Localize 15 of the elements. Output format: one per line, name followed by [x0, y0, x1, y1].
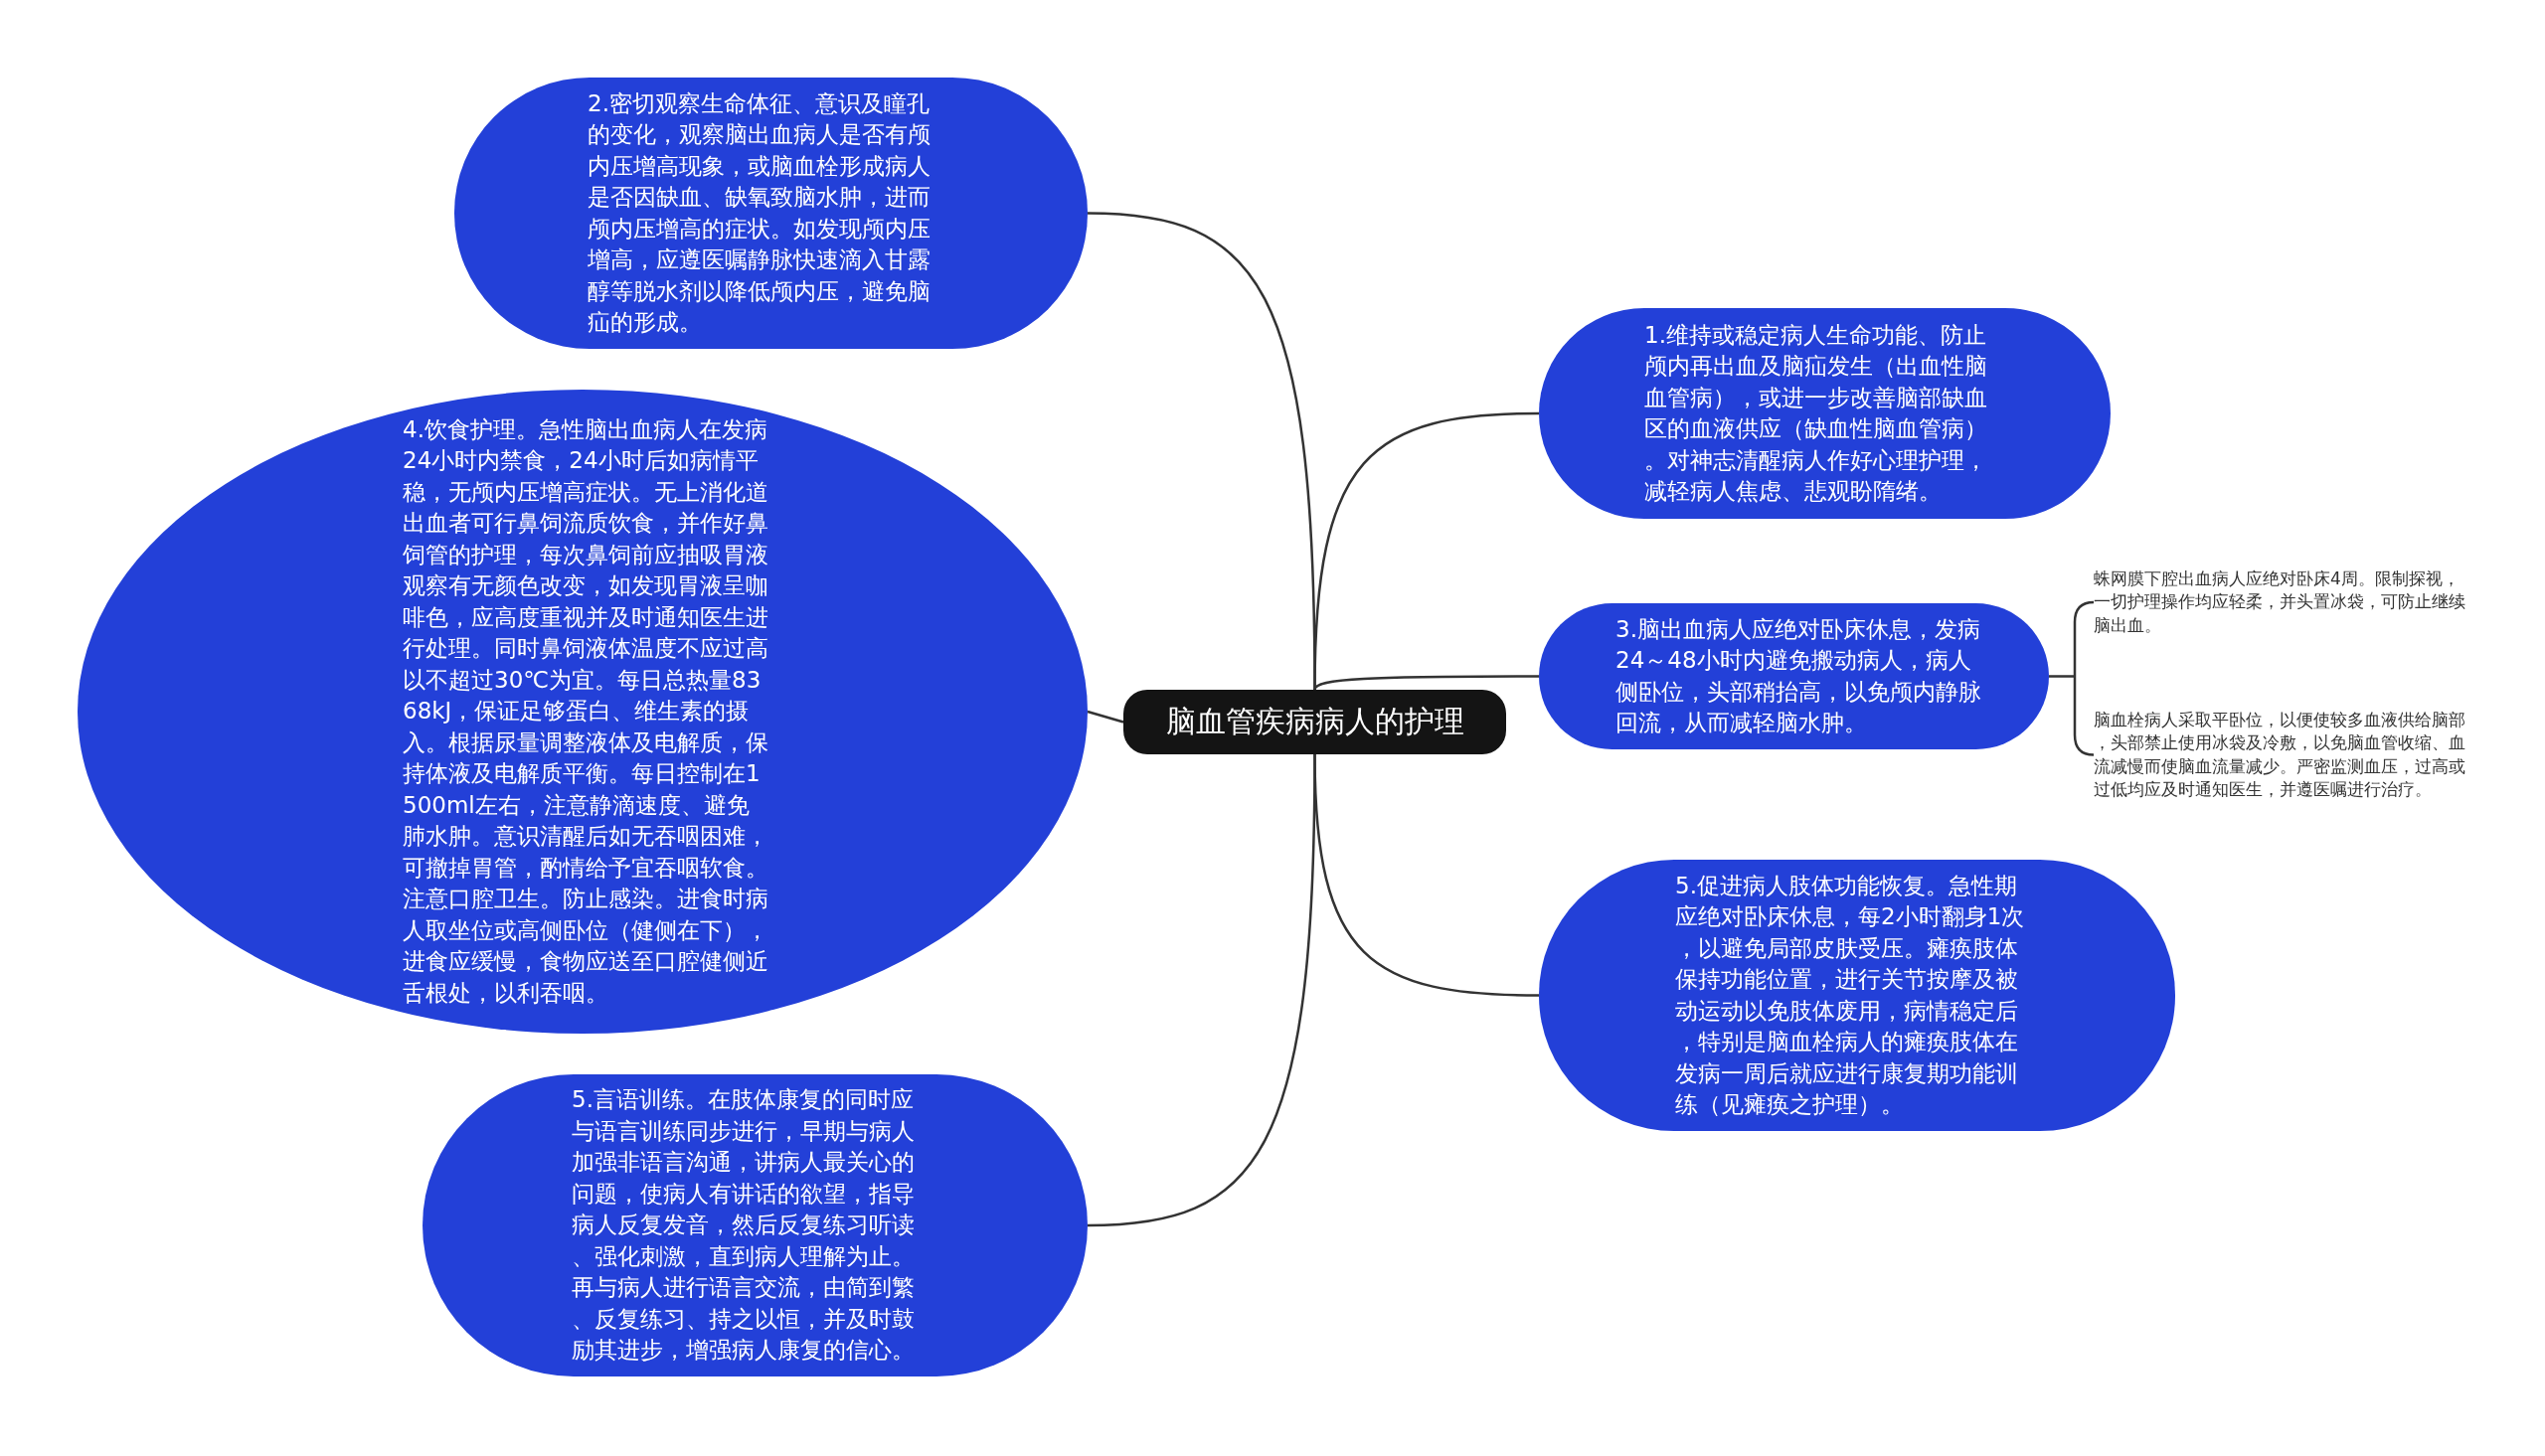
connector-line	[1087, 710, 1124, 724]
topic-text: 5.促进病人肢体功能恢复。急性期应绝对卧床休息，每2小时翻身1次，以避免局部皮肤受压。瘫痪肢体保持功能位置，进行关节按摩及被动运动以免肢体废用，病情稳定后，特别是脑血栓病人的瘫痪肢体在发病一周后就应进行康复期功能训练（见瘫痪之护理）。	[1675, 871, 2026, 1119]
bracket-connector	[2047, 600, 2096, 756]
topic-box	[1123, 690, 1506, 754]
topic-text: 脑血栓病人采取平卧位，以便使较多血液供给脑部，头部禁止使用冰袋及冷敷，以免脑血管收缩、血流减慢而使脑血流量减少。严密监测血压，过高或过低均应及时通知医生，并遵医嘱进行治疗。	[2094, 708, 2466, 801]
connector-line	[1313, 411, 1540, 691]
topic-text: 4.饮食护理。急性脑出血病人在发病24小时内禁食，24小时后如病情平稳，无颅内压增高症状。无上消化道出血者可行鼻饲流质饮食，并作好鼻饲管的护理，每次鼻饲前应抽吸胃液观察有无颜色改变，如发现胃液呈咖啡色，应高度重视并及时通知医生进行处理。同时鼻饲液体温度不应过高以不超过30℃为宜。每日总热量8368kJ，保证足够蛋白、维生素的摄入。根据尿量调整液体及电解质，保持体液及电解质平衡。每日控制在1500ml左右，注意静滴速度、避免肺水肿。意识清醒后如无吞咽困难，可撤掉胃管，酌情给予宜吞咽软食。注意口腔卫生。防止感染。进食时病人取坐位或高侧卧位（健侧在下），进食应缓慢，食物应送至口腔健侧近舌根处，以利吞咽。	[403, 414, 769, 1008]
topic-text: 蛛网膜下腔出血病人应绝对卧床4周。限制探视，一切护理操作均应轻柔，并头置冰袋，可防止继续脑出血。	[2094, 566, 2466, 637]
connector-line	[1313, 753, 1540, 997]
connector-line	[1313, 675, 1539, 691]
topic-text: 2.密切观察生命体征、意识及瞳孔的变化，观察脑出血病人是否有颅内压增高现象，或脑血栓形成病人是否因缺血、缺氧致脑水肿，进而颅内压增高的症状。如发现颅内压增高，应遵医嘱静脉快速滴入甘露醇等脱水剂以降低颅内压，避免脑疝的形成。	[588, 88, 932, 337]
topic-text: 1.维持或稳定病人生命功能、防止颅内再出血及脑疝发生（出血性脑血管病），或进一步改善脑部缺血区的血液供应（缺血性脑血管病）。对神志清醒病人作好心理护理，减轻病人焦虑、悲观盼隋绪。	[1644, 320, 1988, 506]
topic-text: 5.言语训练。在肢体康复的同时应与语言训练同步进行，早期与病人加强非语言沟通，讲病人最关心的问题，使病人有讲话的欲望，指导病人反复发音，然后反复练习听读、强化刺激，直到病人理解为止。再与病人进行语言交流，由简到繁、反复练习、持之以恒，并及时鼓励其进步，增强病人康复的信心。	[572, 1085, 916, 1366]
topic-text: 3.脑出血病人应绝对卧床休息，发病24～48小时内避免搬动病人，病人侧卧位，头部稍抬高，以免颅内静脉回流，从而减轻脑水肿。	[1615, 614, 1982, 737]
topic-title: 脑血管疾病病人的护理	[1165, 703, 1464, 740]
